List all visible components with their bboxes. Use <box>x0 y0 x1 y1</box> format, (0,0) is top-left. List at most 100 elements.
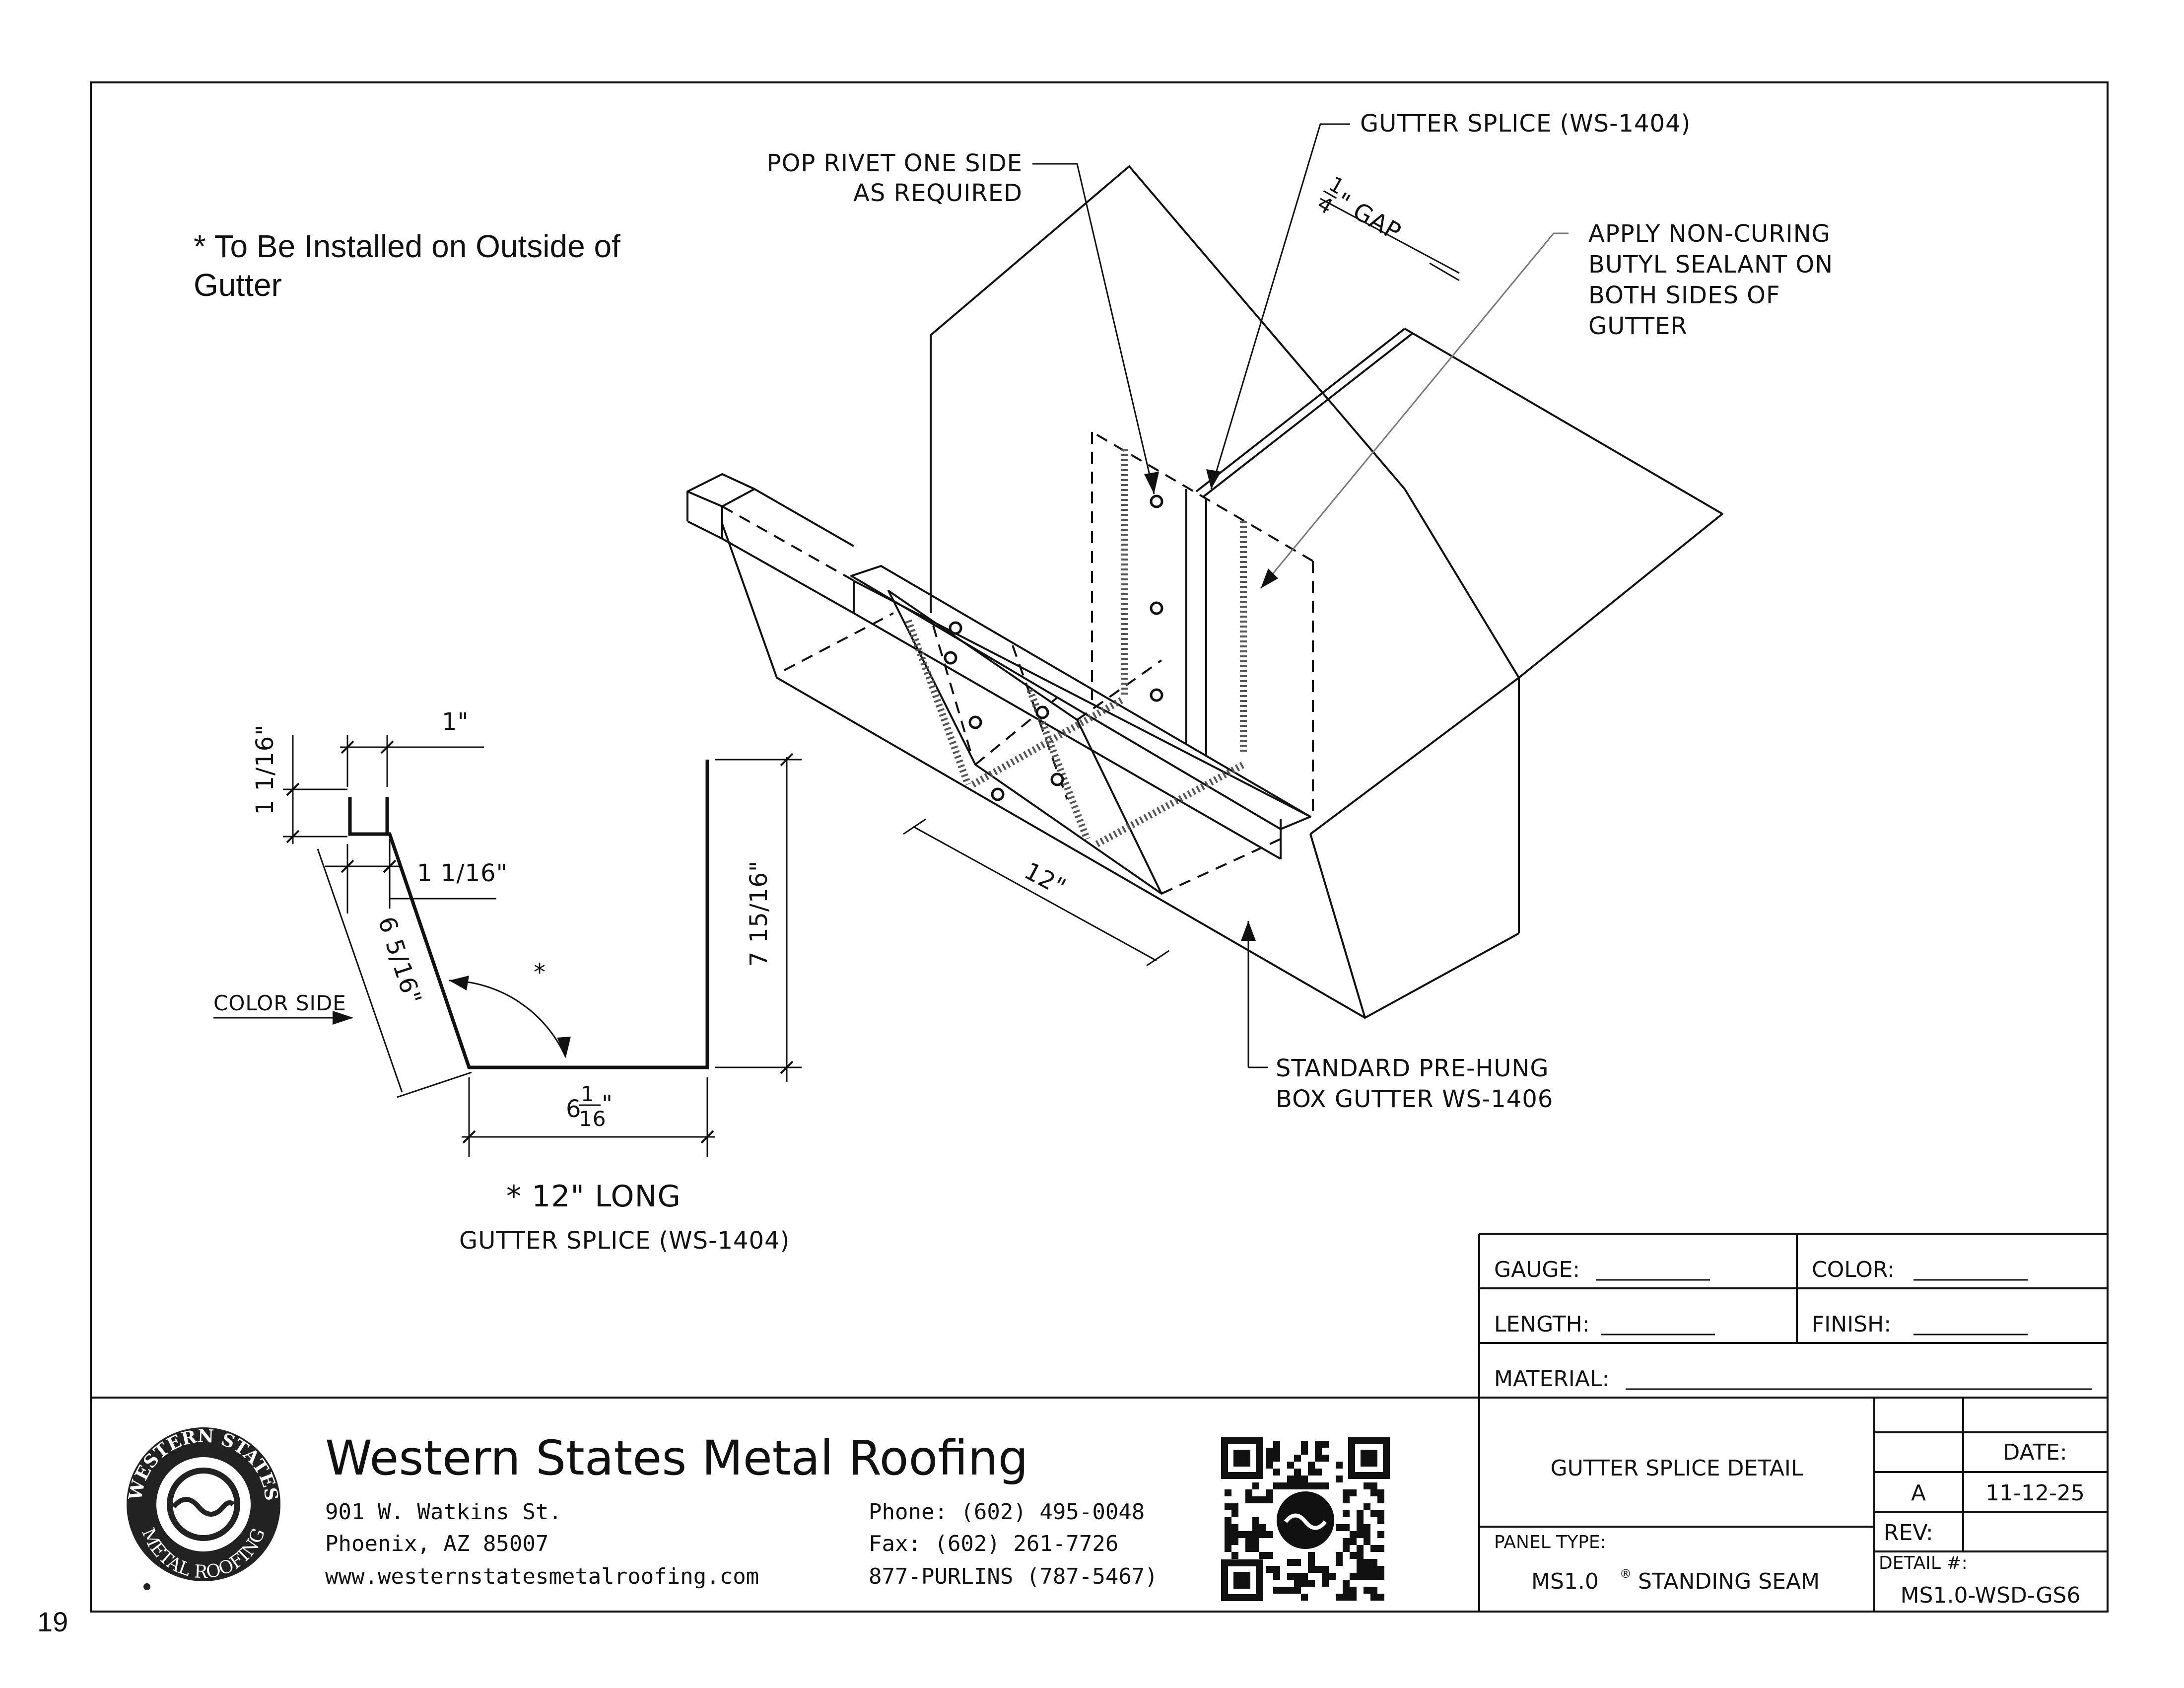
panel-type-suffix: STANDING SEAM <box>1638 1569 1820 1594</box>
install-note-line2: Gutter <box>194 267 282 303</box>
panel-type-label: PANEL TYPE: <box>1494 1532 1606 1552</box>
qr-module <box>1252 1545 1259 1552</box>
spec-table-blanks <box>1596 1279 2092 1390</box>
logo-dot <box>143 1583 150 1590</box>
qr-module <box>1301 1482 1308 1489</box>
qr-module <box>1343 1538 1350 1545</box>
qr-module <box>1343 1489 1350 1496</box>
qr-module <box>1287 1482 1294 1489</box>
qr-module <box>1294 1559 1301 1566</box>
callout-pop-rivet-line1: POP RIVET ONE SIDE <box>767 149 1023 177</box>
wave-icon <box>172 1497 235 1517</box>
qr-finder-centers <box>1233 1450 1377 1589</box>
dim-top-width: 1" <box>442 708 469 736</box>
qr-module <box>1273 1482 1280 1489</box>
qr-modules <box>1225 1441 1384 1601</box>
qr-module <box>1294 1469 1301 1476</box>
spec-gauge-label: GAUGE: <box>1494 1257 1580 1282</box>
qr-module <box>1252 1524 1259 1531</box>
qr-module <box>1287 1559 1294 1566</box>
dim-back-height: 7 15/16" <box>745 860 773 967</box>
qr-module <box>1315 1469 1322 1476</box>
qr-module <box>1259 1552 1266 1559</box>
qr-module <box>1357 1552 1364 1559</box>
install-note-line1: * To Be Installed on Outside of <box>194 228 620 264</box>
qr-module <box>1364 1538 1370 1545</box>
dimension-ticks <box>286 740 794 1144</box>
qr-module <box>1370 1559 1377 1566</box>
qr-module <box>1350 1594 1357 1601</box>
company-phone: Phone: (602) 495-0048 <box>869 1499 1145 1525</box>
qr-module <box>1308 1482 1315 1489</box>
detail-title: GUTTER SPLICE DETAIL <box>1551 1456 1803 1481</box>
qr-module <box>1357 1517 1364 1524</box>
qr-module <box>1225 1538 1231 1545</box>
qr-module <box>1357 1573 1364 1580</box>
qr-code[interactable] <box>1219 1435 1392 1604</box>
qr-module <box>1350 1573 1357 1580</box>
callout-leaders <box>903 123 1569 1067</box>
spec-length-label: LENGTH: <box>1494 1312 1590 1337</box>
qr-module <box>1266 1489 1273 1496</box>
qr-module <box>1364 1482 1370 1489</box>
rivet <box>949 621 962 635</box>
qr-module <box>1350 1538 1357 1545</box>
rivet <box>1050 773 1064 786</box>
qr-module <box>1377 1531 1384 1538</box>
qr-module <box>1357 1510 1364 1517</box>
dim-offset: 1 1/16" <box>417 859 508 887</box>
qr-module <box>1322 1441 1329 1448</box>
qr-module <box>1231 1552 1238 1559</box>
qr-module <box>1225 1517 1231 1524</box>
qr-module <box>1266 1566 1273 1573</box>
qr-module <box>1231 1503 1238 1510</box>
qr-module <box>1377 1496 1384 1503</box>
qr-module <box>1350 1587 1357 1594</box>
qr-module <box>1343 1510 1350 1517</box>
revision-letter: A <box>1911 1480 1926 1506</box>
callout-sealant-line3: BOTH SIDES OF <box>1588 281 1780 309</box>
qr-module <box>1350 1531 1357 1538</box>
callout-pre-hung-line2: BOX GUTTER WS-1406 <box>1276 1085 1553 1113</box>
qr-module <box>1343 1587 1350 1594</box>
qr-module <box>1287 1476 1294 1482</box>
dim-bottom-whole: 6 <box>566 1095 582 1123</box>
qr-module <box>1364 1559 1370 1566</box>
qr-module <box>1308 1552 1315 1559</box>
qr-module <box>1336 1559 1343 1566</box>
qr-module <box>1370 1489 1377 1496</box>
qr-module <box>1252 1496 1259 1503</box>
qr-module <box>1266 1552 1273 1559</box>
qr-module <box>1266 1448 1273 1455</box>
qr-module <box>1273 1441 1280 1448</box>
qr-module <box>1364 1531 1370 1538</box>
qr-module <box>1329 1573 1336 1580</box>
qr-module <box>1294 1580 1301 1587</box>
qr-module <box>1377 1545 1384 1552</box>
rivet <box>1150 601 1163 615</box>
qr-module <box>1273 1448 1280 1455</box>
pop-rivets <box>944 494 1163 801</box>
dim-bottom-unit: " <box>602 1090 613 1118</box>
callout-sealant-line1: APPLY NON-CURING <box>1588 220 1831 248</box>
qr-module <box>1322 1580 1329 1587</box>
qr-module <box>1259 1496 1266 1503</box>
qr-module <box>1357 1566 1364 1573</box>
qr-module <box>1245 1531 1252 1538</box>
isometric-gutter-drawing <box>686 165 1723 1019</box>
panel-type-model: MS1.0 <box>1531 1569 1599 1594</box>
qr-module <box>1315 1441 1322 1448</box>
qr-module <box>1280 1482 1287 1489</box>
panel-type-value: MS1.0 ® STANDING SEAM <box>1531 1567 1820 1594</box>
qr-module <box>1273 1587 1280 1594</box>
qr-module <box>1287 1462 1294 1469</box>
qr-module <box>1252 1538 1259 1545</box>
qr-module <box>1343 1496 1350 1503</box>
color-side-label: COLOR SIDE <box>213 991 346 1015</box>
qr-module <box>1336 1524 1343 1531</box>
qr-module <box>1238 1531 1245 1538</box>
qr-module <box>1336 1462 1343 1469</box>
qr-module <box>1301 1573 1308 1580</box>
